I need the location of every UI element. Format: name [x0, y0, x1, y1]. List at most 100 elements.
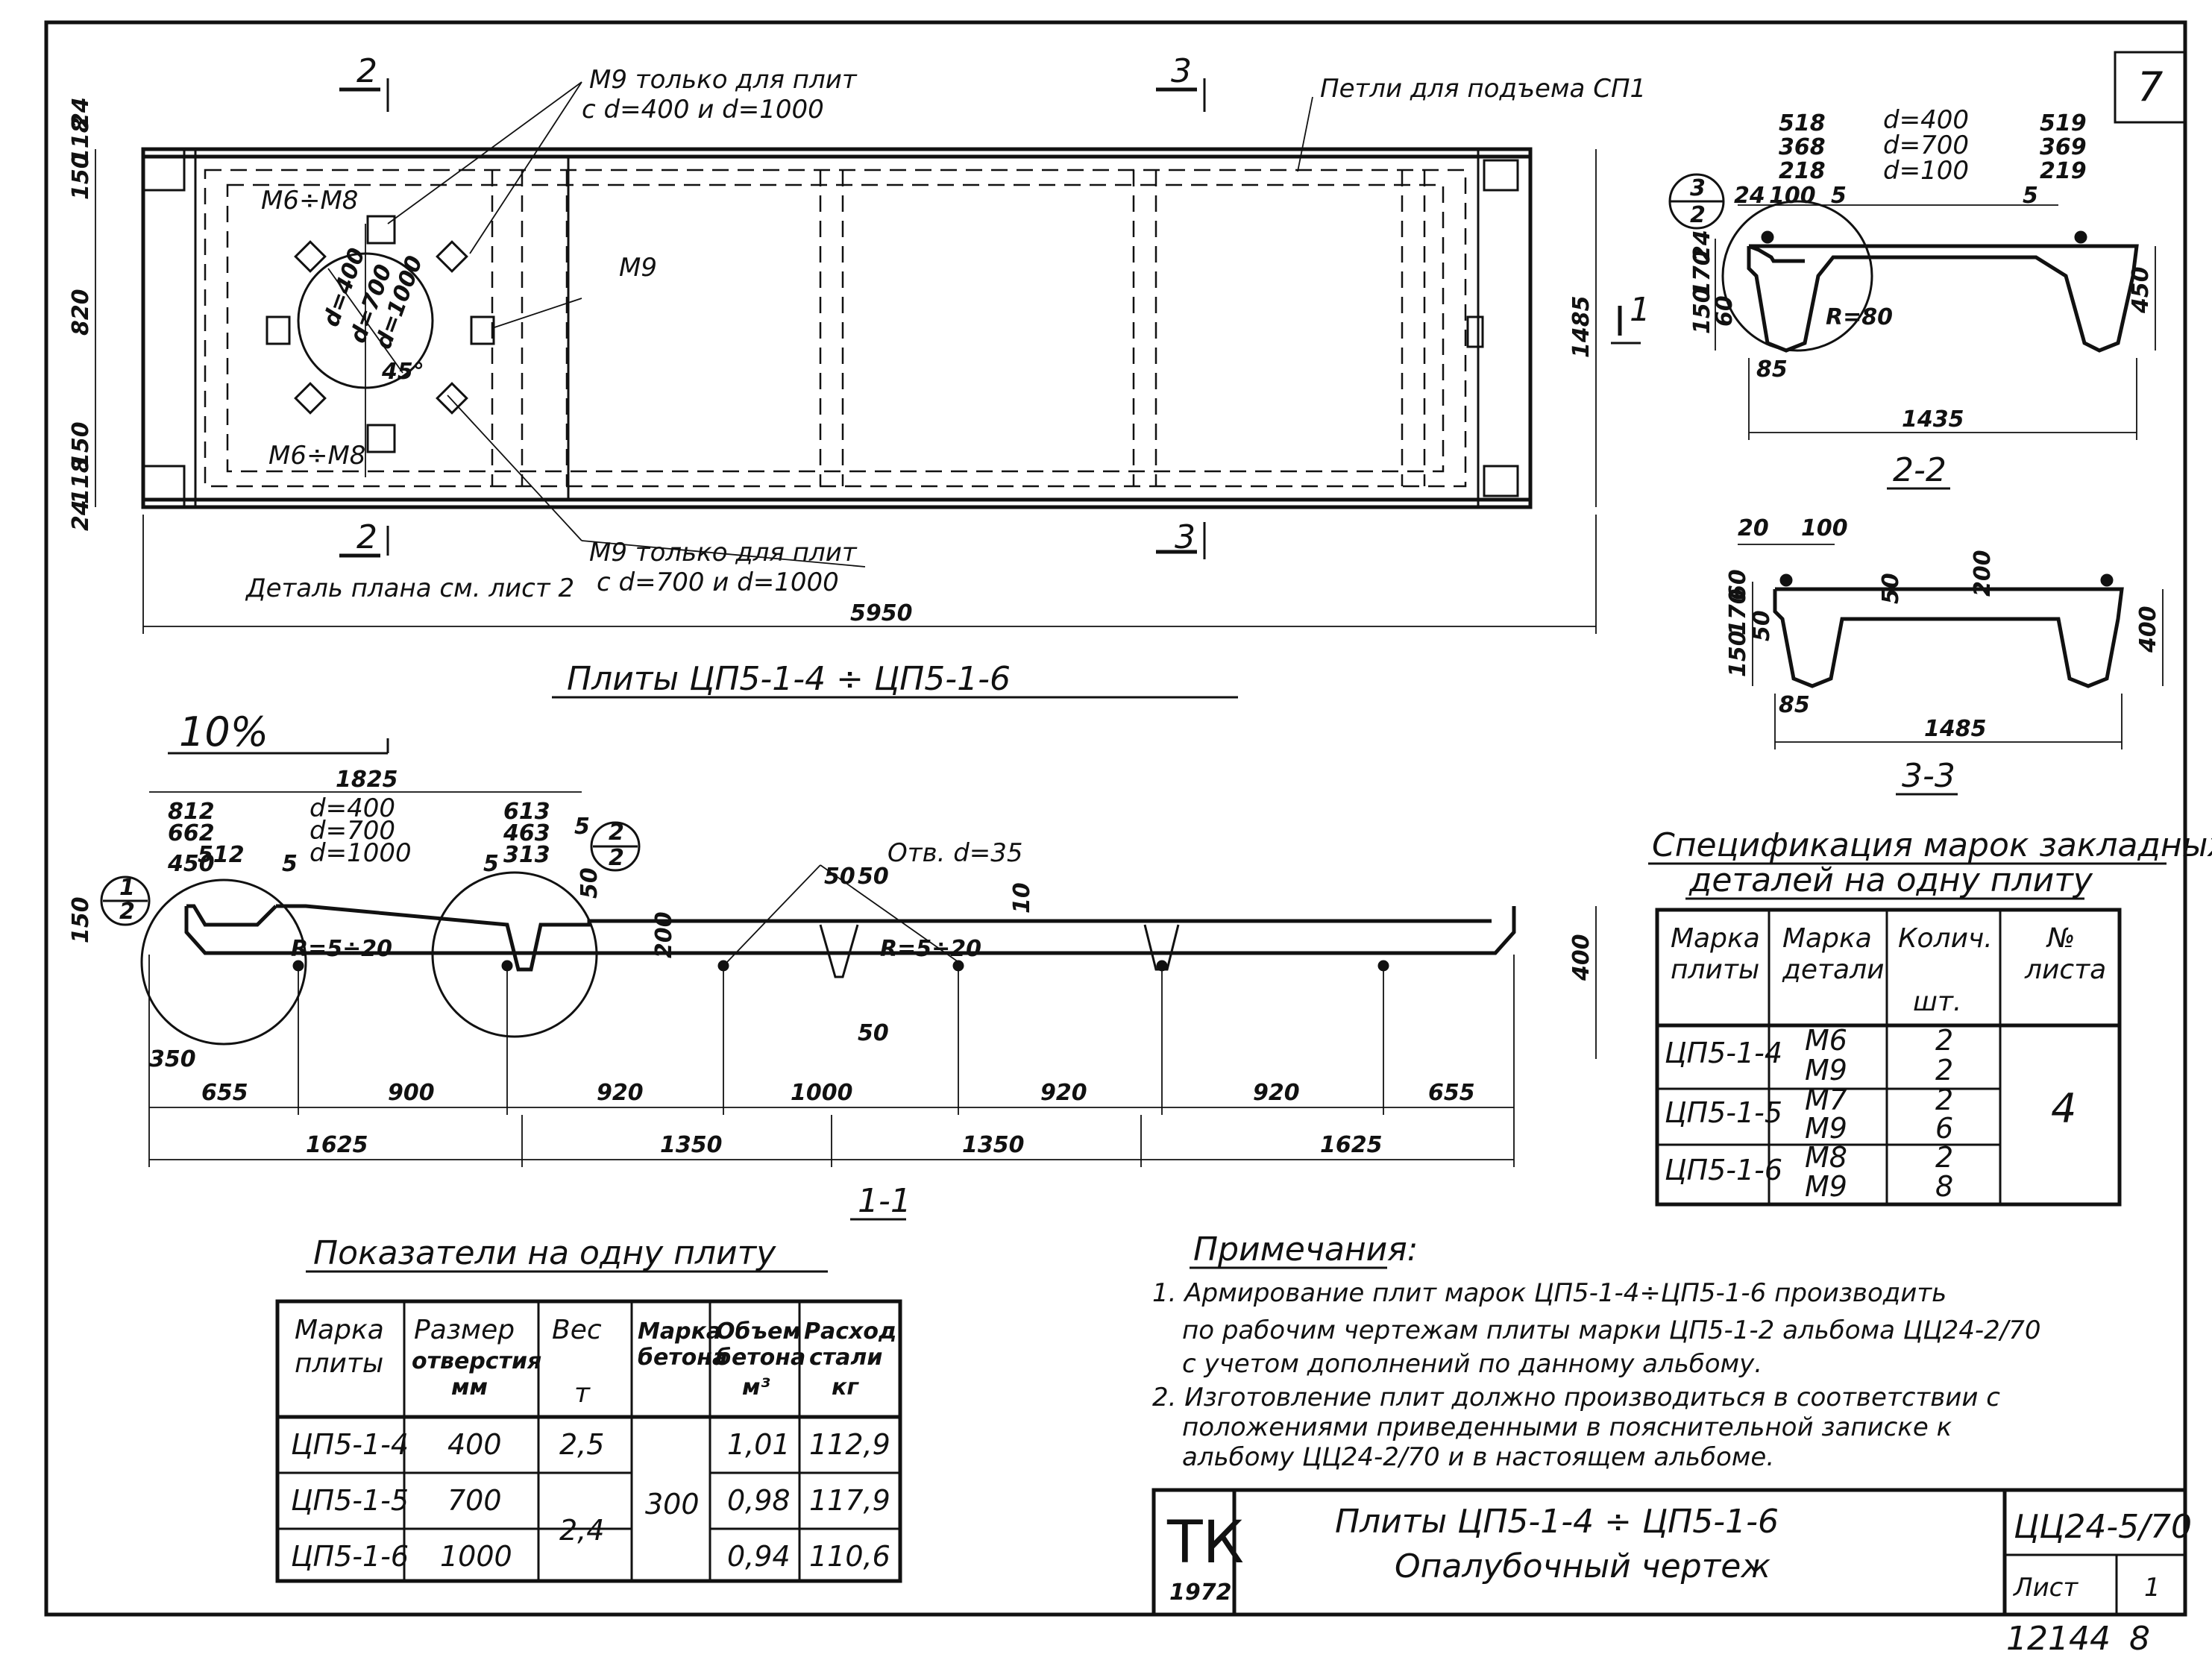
title-block: ТК 1972 Плиты ЦП5-1-4 ÷ ЦП5-1-6 Опалубоч…: [1151, 1488, 2192, 1658]
ind-row3-hole: 1000: [440, 1540, 512, 1573]
ind-row2-steel: 117,9: [809, 1484, 890, 1517]
section11-chain1-7: 655: [1428, 1080, 1475, 1106]
section22-d3: d=100: [1883, 156, 1969, 186]
section11-dim-lg-3: 512: [198, 842, 245, 868]
plan-angle: 45°: [381, 359, 424, 385]
section33-left-dim-3: 50: [1749, 610, 1775, 641]
title-sheet-value: 1: [2144, 1573, 2161, 1603]
plan-left-dim-3: 150: [68, 153, 94, 200]
section-2-2: 3 2 518 368 218 d=400 d=700 d=100 519 36…: [1668, 105, 2156, 490]
plan-leader-m9-400-2: с d=400 и d=1000: [582, 95, 824, 125]
section11-chain1-3: 920: [597, 1080, 644, 1106]
spec-header-plate-1: Марка: [1671, 923, 1760, 954]
section11-radius-2: R=5÷20: [880, 936, 981, 962]
section22-dim-tr-2: 369: [2040, 134, 2087, 160]
section11-dim-5c: 5: [574, 814, 590, 840]
plan-view: d=400 d=700 d=1000 45° М9 только для пли…: [68, 52, 1650, 699]
notes-line-2: по рабочим чертежам плиты марки ЦП5-1-2 …: [1182, 1315, 2040, 1345]
plan-label-m6m8-bottom: М6÷М8: [268, 441, 365, 471]
ind-row3-plate: ЦП5-1-6: [291, 1540, 409, 1573]
sheet-number: 7: [2137, 63, 2163, 110]
ind-header-vol-2: бетона: [716, 1345, 805, 1371]
section22-dim-tl-1: 518: [1779, 110, 1826, 136]
ind-header-steel-3: кг: [832, 1374, 859, 1401]
section22-dim-tl-3: 218: [1779, 158, 1826, 184]
spec-row1-qty2: 2: [1935, 1054, 1953, 1087]
section22-dim-tr-1: 519: [2040, 110, 2087, 136]
notes-title: Примечания:: [1193, 1230, 1418, 1269]
spec-row1-qty1: 2: [1935, 1024, 1953, 1057]
section22-small-dim-2: 100: [1769, 183, 1816, 209]
title-name-2: Опалубочный чертеж: [1395, 1547, 1770, 1585]
title-logo: ТК: [1166, 1509, 1244, 1577]
section11-dim-450: 450: [167, 851, 215, 877]
ind-header-vol-1: Объем: [716, 1318, 801, 1345]
spec-row2-part1: М7: [1805, 1084, 1847, 1116]
plan-length-dim: 5950: [850, 600, 913, 626]
ind-header-weight-3: т: [574, 1378, 591, 1409]
spec-header-part-1: Марка: [1782, 923, 1872, 954]
spec-title-1: Спецификация марок закладных: [1652, 826, 2212, 864]
plan-section-mark-2-top: 2: [356, 52, 377, 90]
spec-header-part-2: детали: [1782, 955, 1884, 985]
section11-chain1-1: 655: [201, 1080, 248, 1106]
notes-line-1: 1. Армирование плит марок ЦП5-1-4÷ЦП5-1-…: [1152, 1278, 1947, 1308]
section33-width-dim: 1485: [1924, 716, 1987, 742]
footer-page: 8: [2129, 1620, 2150, 1658]
ind-row3-volume: 0,94: [727, 1540, 791, 1573]
ind-row1-hole: 400: [447, 1428, 502, 1461]
plan-label-m9: М9: [619, 253, 657, 283]
section11-dim-10: 10: [1009, 882, 1035, 914]
spec-row3-qty2: 8: [1935, 1170, 1953, 1203]
title-album: ЦЦ24-5/70: [2014, 1508, 2192, 1546]
section22-title: 2-2: [1893, 451, 1947, 489]
section11-dim-rg-2: 463: [503, 820, 550, 846]
plan-section-mark-1: 1: [1630, 291, 1650, 329]
handwritten-note: 10%: [179, 708, 268, 755]
sheet-number-box: [2114, 51, 2187, 124]
section-3-3: 20 100 50 200 60 170 50 150 85 400 1485 …: [1725, 515, 2164, 796]
plan-section-mark-3-top: 3: [1171, 52, 1192, 90]
section11-radius-1: R=5÷20: [291, 936, 392, 962]
ind-header-vol-3: м³: [742, 1374, 770, 1401]
section22-circle-label-top: 3: [1690, 175, 1706, 201]
section11-chain1-2: 900: [388, 1080, 435, 1106]
section11-dim-50c: 50: [858, 864, 889, 890]
section11-d1: d=400: [310, 793, 395, 823]
plan-left-dim-2: 118: [68, 117, 94, 164]
ind-row3-steel: 110,6: [809, 1540, 890, 1573]
section11-chain1-6: 920: [1253, 1080, 1300, 1106]
section11-chain1-4: 1000: [791, 1080, 853, 1106]
notes-line-6: альбому ЦЦ24-2/70 и в настоящем альбоме.: [1182, 1442, 1774, 1472]
plan-section-mark-2-bottom: 2: [356, 518, 377, 556]
section11-dim-lg-1: 812: [168, 799, 215, 825]
spec-row1-part2: М9: [1805, 1054, 1847, 1087]
ind-row2-hole: 700: [447, 1484, 502, 1517]
section22-detail-circle: [1721, 200, 1873, 352]
section22-small-dim-1: 24: [1734, 183, 1765, 209]
section22-radius: R=80: [1826, 304, 1893, 330]
plan-title: Плиты ЦП5-1-4 ÷ ЦП5-1-6: [567, 660, 1011, 698]
plan-leader-m9-700-2: с d=700 и d=1000: [597, 568, 839, 597]
section33-dim-top-1: 20: [1738, 515, 1769, 541]
title-name-1: Плиты ЦП5-1-4 ÷ ЦП5-1-6: [1335, 1503, 1779, 1541]
ind-row1-steel: 112,9: [809, 1428, 890, 1461]
section11-circle2-bottom: 2: [609, 845, 624, 871]
plan-label-m6m8-top: М6÷М8: [261, 186, 358, 216]
ind-header-hole-3: мм: [451, 1374, 488, 1401]
ind-row2-volume: 0,98: [727, 1484, 791, 1517]
spec-row2-part2: М9: [1805, 1112, 1847, 1145]
section11-d3: d=1000: [310, 838, 412, 868]
section11-detail-circle-2: [431, 871, 598, 1038]
ind-header-hole-2: отверстия: [412, 1348, 541, 1374]
section11-hole: Отв. d=35: [887, 838, 1023, 868]
indicators-title: Показатели на одну плиту: [313, 1234, 776, 1272]
spec-header-sheet-2: листа: [2024, 955, 2106, 985]
section11-detail-circle-1: [140, 878, 307, 1046]
plan-outline: [141, 147, 1533, 509]
section11-chain1-5: 920: [1040, 1080, 1087, 1106]
section11-dim-50a: 50: [576, 867, 603, 899]
spec-row3-qty1: 2: [1935, 1141, 1953, 1174]
section33-dim-top-4: 200: [1970, 550, 1996, 597]
